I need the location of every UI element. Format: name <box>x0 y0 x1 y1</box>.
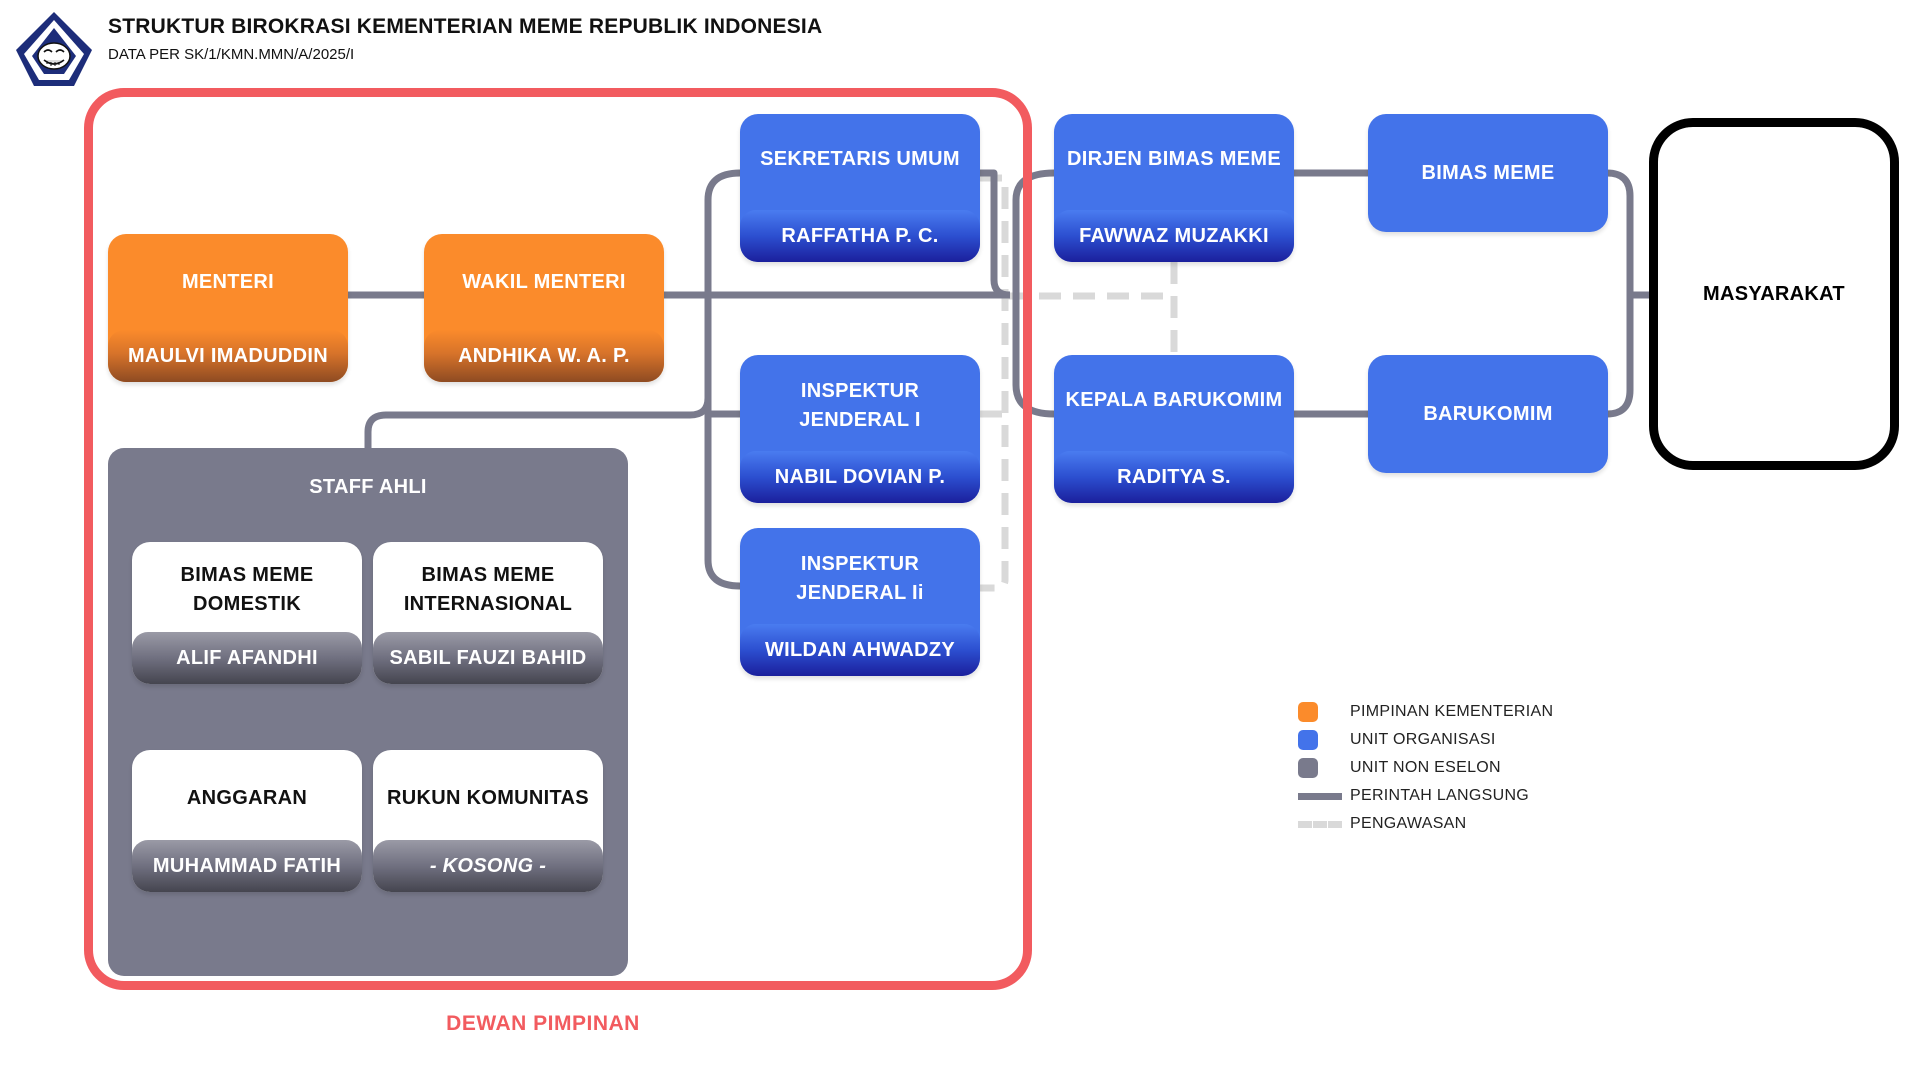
inspektur-jenderal-1-box[interactable]: INSPEKTUR JENDERAL I NABIL DOVIAN P. <box>740 355 980 503</box>
inspektur-jenderal-1-title: INSPEKTUR JENDERAL I <box>799 380 921 431</box>
barukomim-box[interactable]: BARUKOMIM <box>1368 355 1608 473</box>
kepala-barukomim-box[interactable]: KEPALA BARUKOMIM RADITYA S. <box>1054 355 1294 503</box>
wakil-menteri-name: ANDHIKA W. A. P. <box>424 330 664 382</box>
masyarakat-box[interactable]: MASYARAKAT <box>1649 118 1899 470</box>
wakil-menteri-box[interactable]: WAKIL MENTERI ANDHIKA W. A. P. <box>424 234 664 382</box>
dirjen-bimas-meme-name: FAWWAZ MUZAKKI <box>1054 210 1294 262</box>
line-bus-right <box>1012 169 1055 418</box>
legend-label: PENGAWASAN <box>1350 815 1467 832</box>
staff-member-title: ANGGARAN <box>186 786 308 809</box>
dewan-pimpinan-frame <box>84 88 1032 990</box>
staff-member-title: BIMAS MEME DOMESTIK <box>180 564 314 615</box>
menteri-name: MAULVI IMADUDDIN <box>108 330 348 382</box>
staff-member-card[interactable]: RUKUN KOMUNITAS - KOSONG - <box>373 750 603 892</box>
legend: PIMPINAN KEMENTERIAN UNIT ORGANISASI UNI… <box>1298 698 1553 838</box>
legend-item: PENGAWASAN <box>1298 810 1553 838</box>
dirjen-bimas-meme-box[interactable]: DIRJEN BIMAS MEME FAWWAZ MUZAKKI <box>1054 114 1294 262</box>
legend-item: PERINTAH LANGSUNG <box>1298 782 1553 810</box>
line-sekretaris-right <box>980 169 1011 299</box>
dirjen-bimas-meme-title: DIRJEN BIMAS MEME <box>1066 147 1281 170</box>
inspektur-jenderal-2-title: INSPEKTUR JENDERAL Ii <box>796 553 924 604</box>
menteri-box[interactable]: MENTERI MAULVI IMADUDDIN <box>108 234 348 382</box>
menteri-title: MENTERI <box>181 270 275 293</box>
legend-item: PIMPINAN KEMENTERIAN <box>1298 698 1553 726</box>
troll-face-logo-icon <box>16 12 92 86</box>
legend-dashed-line-icon <box>1298 820 1342 828</box>
staff-member-name: MUHAMMAD FATIH <box>132 840 362 892</box>
sekretaris-umum-title: SEKRETARIS UMUM <box>760 147 960 170</box>
staff-ahli-title: STAFF AHLI <box>309 476 427 498</box>
dewan-pimpinan-label: DEWAN PIMPINAN <box>446 1012 640 1035</box>
sekretaris-umum-name: RAFFATHA P. C. <box>740 210 980 262</box>
wakil-menteri-title: WAKIL MENTERI <box>462 270 626 293</box>
legend-label: UNIT NON ESELON <box>1350 759 1501 776</box>
legend-label: UNIT ORGANISASI <box>1350 731 1496 748</box>
legend-label: PERINTAH LANGSUNG <box>1350 787 1530 804</box>
staff-ahli-panel <box>108 448 628 976</box>
legend-item: UNIT ORGANISASI <box>1298 726 1553 754</box>
staff-member-card[interactable]: BIMAS MEME DOMESTIK ALIF AFANDHI <box>132 542 362 684</box>
kepala-barukomim-title: KEPALA BARUKOMIM <box>1065 388 1283 411</box>
legend-swatch-grey <box>1298 758 1318 778</box>
staff-member-name: SABIL FAUZI BAHID <box>373 632 603 684</box>
staff-member-title: RUKUN KOMUNITAS <box>387 786 589 809</box>
sekretaris-umum-box[interactable]: SEKRETARIS UMUM RAFFATHA P. C. <box>740 114 980 262</box>
line-bimas-masyarakat <box>1606 169 1634 418</box>
inspektur-jenderal-1-name: NABIL DOVIAN P. <box>740 451 980 503</box>
kepala-barukomim-name: RADITYA S. <box>1054 451 1294 503</box>
staff-member-name: - KOSONG - <box>373 840 603 892</box>
legend-label: PIMPINAN KEMENTERIAN <box>1350 703 1554 720</box>
page-title: STRUKTUR BIROKRASI KEMENTERIAN MEME REPU… <box>108 15 823 38</box>
legend-swatch-orange <box>1298 702 1318 722</box>
staff-member-card[interactable]: BIMAS MEME INTERNASIONAL SABIL FAUZI BAH… <box>373 542 603 684</box>
line-bus-left <box>704 169 741 590</box>
inspektur-jenderal-2-name: WILDAN AHWADZY <box>740 624 980 676</box>
staff-member-name: ALIF AFANDHI <box>132 632 362 684</box>
legend-item: UNIT NON ESELON <box>1298 754 1553 782</box>
pengawasan-line-sekretaris <box>980 174 1009 592</box>
legend-swatch-blue <box>1298 730 1318 750</box>
staff-member-title: BIMAS MEME INTERNASIONAL <box>403 564 573 615</box>
bimas-meme-box[interactable]: BIMAS MEME <box>1368 114 1608 232</box>
page-subtitle: DATA PER SK/1/KMN.MMN/A/2025/I <box>108 46 355 63</box>
legend-solid-line-icon <box>1298 792 1342 800</box>
inspektur-jenderal-2-box[interactable]: INSPEKTUR JENDERAL Ii WILDAN AHWADZY <box>740 528 980 676</box>
staff-member-card[interactable]: ANGGARAN MUHAMMAD FATIH <box>132 750 362 892</box>
